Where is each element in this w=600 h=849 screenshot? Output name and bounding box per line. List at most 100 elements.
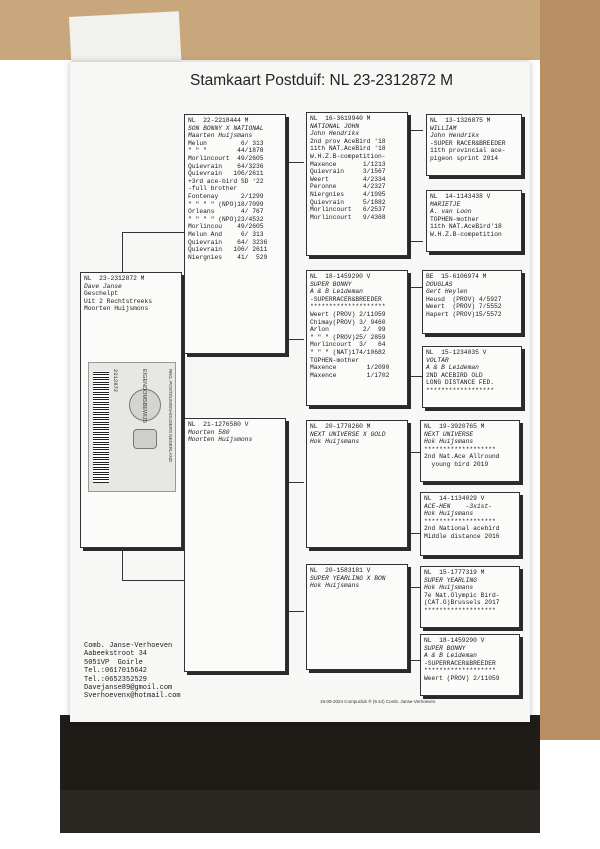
sire-line: NL 22-2218444 M [188, 117, 249, 124]
connector-dam-parents [287, 482, 304, 612]
sds-line: BE 15-6106974 M [426, 273, 487, 280]
ssd-line: TOPHEN-mother [430, 215, 480, 223]
sire-dam-line: Chimay(PROV) 3/ 9460 [310, 318, 386, 326]
connector-ss-parents [408, 130, 423, 242]
sdd-line: ****************** [426, 386, 495, 394]
floor-shadow-lower [60, 790, 540, 833]
stamp-issuer: REG. POSTDUIVENHOUDERS NEDERLAND [168, 369, 173, 463]
sire-dam-line: " " " (PROV)25/ 2859 [310, 333, 386, 341]
sire-line: Melun 6/ 313 [188, 139, 264, 147]
owner-city: 5051VP Goirle [84, 658, 143, 667]
sdd-line: A & B Leideman [426, 364, 479, 372]
dsd-line: Hok Huijsmans [424, 510, 474, 518]
sire-dam-line: -SUPERRACER&BREEDER [310, 295, 382, 303]
dss-line: young bird 2019 [424, 460, 489, 468]
dsd-line: NL 14-1134029 V [424, 495, 485, 502]
ssd-line: 11th NAT.AceBird'18 [430, 223, 502, 231]
sire-sire-sire-card: NL 13-1326875 M WILLIAM John Hendrikx -S… [426, 114, 522, 176]
sdd-line: LONG DISTANCE FED. [426, 379, 495, 387]
connector-ds-parents [408, 452, 423, 534]
connector-dd-parents [408, 587, 423, 661]
ssd-line: W.H.Z.B-competition [430, 230, 502, 238]
sire-line: Morlincourt 49/2605 [188, 154, 264, 162]
sire-sire-card: NL 16-3619940 M NATIONAL JOHN John Hendr… [306, 112, 408, 256]
ssd-line: MARIETJE [430, 200, 461, 208]
sire-dam-sire-card: BE 15-6106974 M DOUGLAS Gert Heylen Heus… [422, 270, 522, 334]
ssd-line: A. van Loon [430, 208, 472, 216]
sire-card: NL 22-2218444 M SON BONNY X NATIONAL Maa… [184, 114, 286, 354]
dam-dam-sire-card: NL 15-1777319 M SUPER YEARLING Hok Huijs… [420, 566, 520, 628]
pedigree-sheet: Stamkaart Postduif: NL 23-2312872 M NL 2… [70, 62, 530, 722]
connector-sire-parents [287, 162, 304, 340]
sire-line: Melun And 6/ 313 [188, 230, 264, 238]
sire-sire-line: John Hendrikx [310, 130, 360, 138]
sss-line: pigeon sprint 2014 [430, 154, 499, 162]
dam-sire-line: NL 20-1778260 M [310, 423, 371, 430]
sire-dam-line: Maxence 1/1702 [310, 371, 390, 379]
dds-line: 7e Nat.Olympic Bird- [424, 591, 500, 599]
sire-dam-line: Arlon 2/ 99 [310, 326, 386, 334]
sire-dam-line: SUPER BONNY [310, 280, 352, 288]
sds-line: Heusd (PROV) 4/5927 [426, 295, 502, 303]
owner-contact: Comb. Janse-Verhoeven Aabeekstroot 34 50… [84, 642, 181, 701]
sire-dam-line: TOPHEN-mother [310, 356, 360, 364]
owner-phone-1: Tel.:0617015642 [84, 667, 148, 676]
seal-emblem-secondary-icon [133, 429, 157, 449]
sds-line: Hapert (PROV)15/5572 [426, 310, 502, 318]
seal-emblem-icon [129, 389, 161, 421]
sire-sire-line: W.H.Z.B-competition- [310, 152, 386, 160]
sire-dam-line: ******************** [310, 303, 386, 311]
dds-line: (CAT.G)Brussels 2017 [424, 599, 500, 607]
table-surface-right [540, 0, 600, 740]
sire-line: Maarten Huijsmans [188, 132, 253, 140]
dam-dam-line: Hok Huijsmans [310, 582, 360, 590]
dds-line: Hok Huijsmans [424, 584, 474, 592]
sss-line: NL 13-1326875 M [430, 117, 491, 124]
dam-line: NL 21-1276580 V [188, 421, 249, 428]
ddd-line: SUPER BONNY [424, 644, 466, 652]
sds-line: DOUGLAS [426, 280, 453, 288]
dam-sire-line: Hok Huijsmans [310, 438, 360, 446]
sire-sire-dam-card: NL 14-1143438 V MARIETJE A. van Loon TOP… [426, 190, 522, 252]
sire-line: Quievrain 106/ 2611 [188, 246, 268, 254]
sire-line: " " " 44/1878 [188, 147, 264, 155]
dss-line: Hok Huijsmans [424, 438, 474, 446]
owner-email-2: Sverhoevenx@hotmail.com [84, 692, 181, 701]
ownership-certificate-stamp: 2312872 EIGENDOMSBEWIJS REG. POSTDUIVENH… [88, 362, 176, 492]
stamp-title: EIGENDOMSBEWIJS [141, 369, 147, 424]
dam-sire-card: NL 20-1778260 M NEXT UNIVERSE X GOLD Hok… [306, 420, 408, 548]
dam-sire-line: NEXT UNIVERSE X GOLD [310, 430, 386, 438]
ddd-line: A & B Leideman [424, 652, 477, 660]
sire-sire-line: Quievrain 3/1567 [310, 168, 386, 176]
dam-sire-sire-card: NL 19-3920765 M NEXT UNIVERSE Hok Huijsm… [420, 420, 520, 482]
sss-line: John Hendrikx [430, 132, 480, 140]
pigeon-ring: NL 23-2312872 M [84, 275, 145, 282]
sire-line: Morlincou 49/2605 [188, 223, 264, 231]
sire-sire-line: Weert 4/2334 [310, 175, 386, 183]
sdd-line: NL 15-1234035 V [426, 349, 487, 356]
sire-line: Fontenay 2/1299 [188, 192, 264, 200]
sdd-line: 2ND ACEBIRD OLD [426, 371, 483, 379]
owner-address: Aabeekstroot 34 [84, 650, 148, 659]
sire-dam-line: Morlincourt 3/ 64 [310, 341, 386, 349]
sire-line: Niergnies 41/ 529 [188, 253, 268, 261]
sire-line: " " " " (NPO)23/4532 [188, 215, 264, 223]
sire-line: +3rd ace-bird SD '22 [188, 177, 264, 185]
dam-line: Moorten 580 [188, 428, 230, 436]
sire-sire-line: 2nd prov AceBird '18 [310, 137, 386, 145]
ddd-line: NL 18-1459290 V [424, 637, 485, 644]
print-footer: 19-09-2024 Compuclub ® (9.44) Comb. Jans… [320, 699, 436, 704]
sss-line: 11th provincial ace- [430, 147, 506, 155]
dds-line: SUPER YEARLING [424, 576, 477, 584]
owner-email-1: Davejanse89@gmoil.com [84, 684, 173, 693]
dsd-line: ACE-HEN -3x1st- [424, 502, 493, 510]
sire-line: -full brother [188, 185, 238, 193]
sire-line: " " " " (NPO)18/7099 [188, 200, 264, 208]
dam-dam-line: NL 20-1583181 V [310, 567, 371, 574]
owner-name: Comb. Janse-Verhoeven [84, 642, 173, 650]
dam-dam-dam-card: NL 18-1459290 V SUPER BONNY A & B Leidem… [420, 634, 520, 696]
sire-line: Orleans 4/ 767 [188, 208, 264, 216]
sire-line: Quievrain 64/ 3236 [188, 238, 268, 246]
dsd-line: Middle distance 2016 [424, 532, 500, 540]
sire-line: Quievrain 106/2611 [188, 170, 264, 178]
